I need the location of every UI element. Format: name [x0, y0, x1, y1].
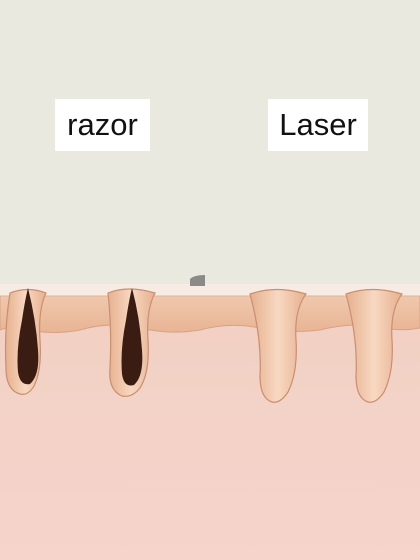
follicle-razor-2	[107, 288, 156, 397]
skin-dermis	[0, 290, 420, 560]
skin-surface	[0, 284, 420, 296]
laser-label: Laser	[268, 99, 368, 151]
hair-razor-2	[121, 288, 143, 386]
follicle-razor-1	[4, 288, 47, 395]
razor-blade-icon	[190, 275, 205, 286]
follicle-laser-2	[345, 288, 403, 403]
hair-razor-1	[17, 288, 39, 385]
razor-label: razor	[55, 99, 150, 151]
follicle-laser-1	[249, 288, 307, 403]
